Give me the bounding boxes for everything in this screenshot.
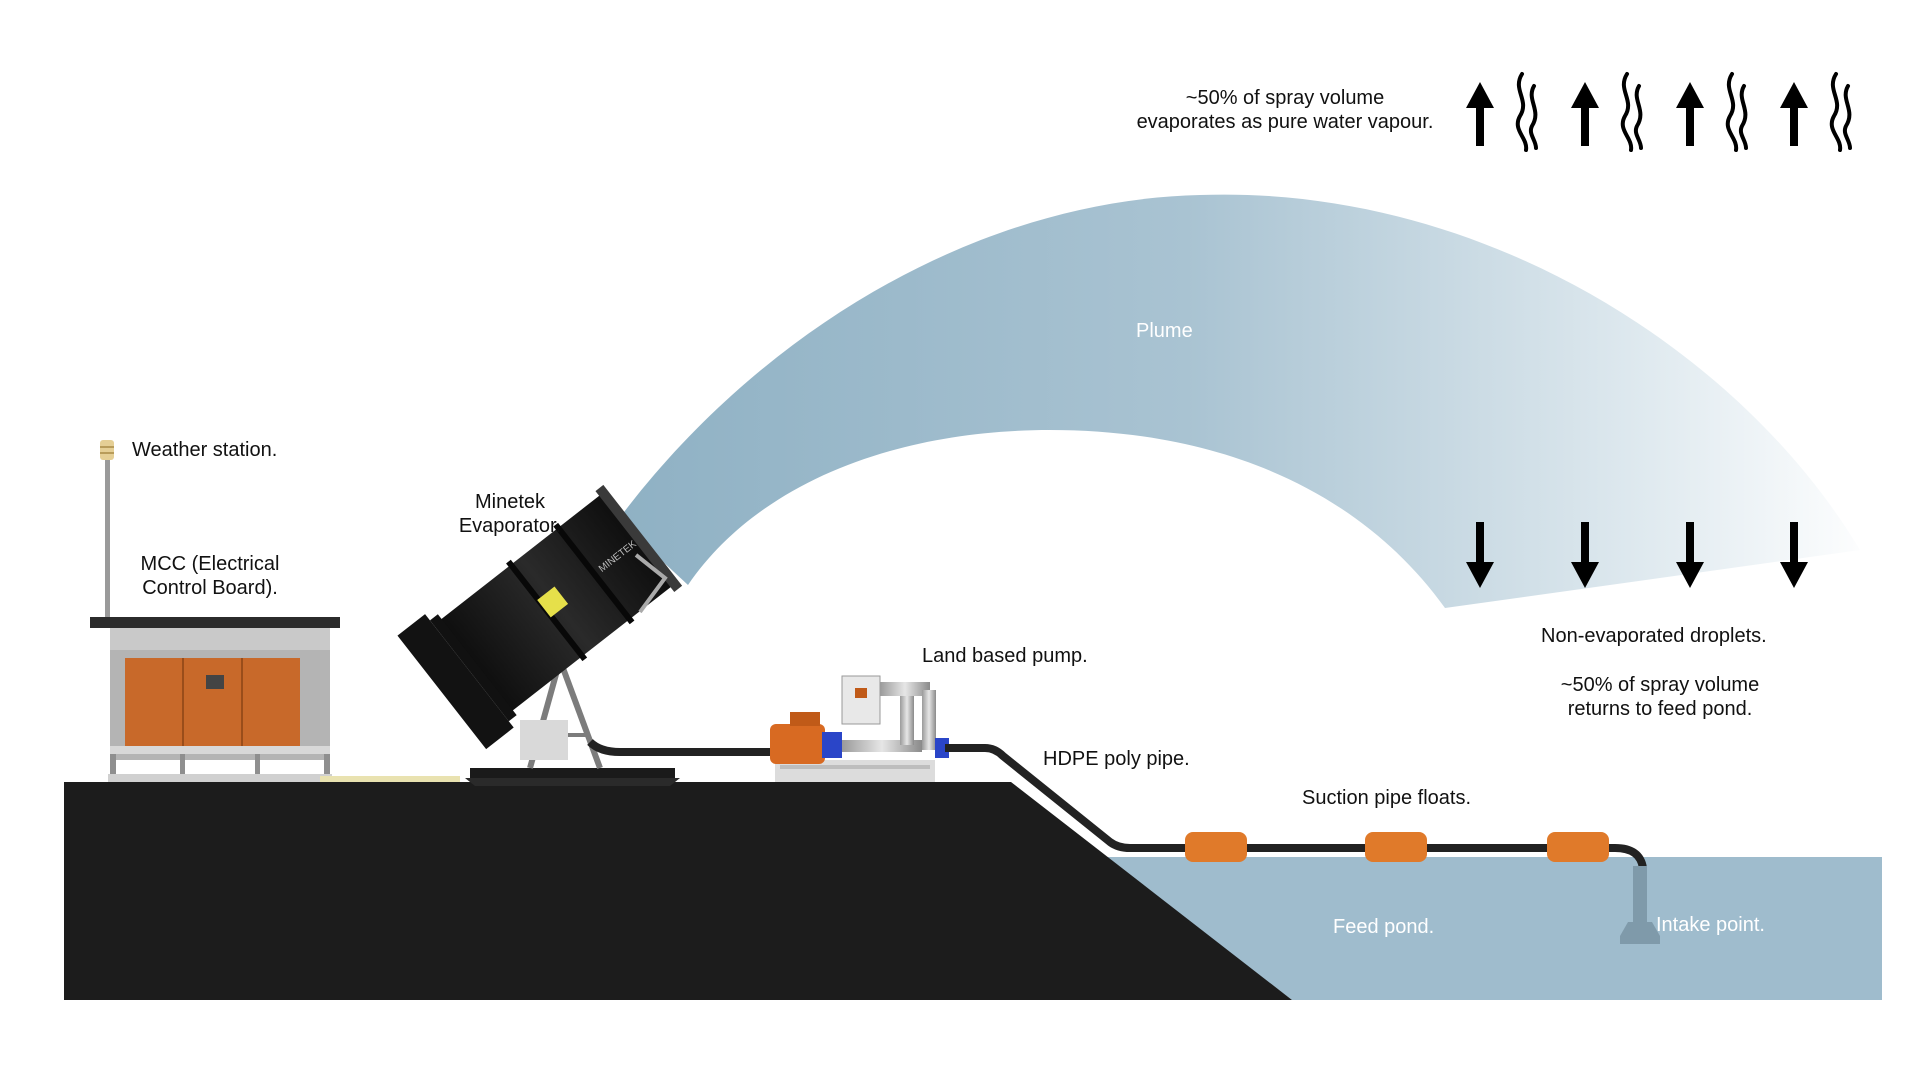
plume-label: Plume (1136, 320, 1193, 342)
feed-pond-water (1105, 857, 1882, 1000)
mcc-label: MCC (Electrical Control Board). (110, 552, 310, 600)
evaporates-label: ~50% of spray volume evaporates as pure … (1120, 86, 1450, 134)
vapour-wave-icon (1725, 72, 1748, 152)
intake-point-label: Intake point. (1656, 914, 1765, 936)
suction-pipe-float (1365, 832, 1427, 862)
weather-station (100, 440, 114, 622)
vapour-wave-icon (1515, 72, 1538, 152)
hdpe-pipe-label: HDPE poly pipe. (1043, 748, 1190, 770)
up-arrows (1466, 82, 1808, 146)
arrow-down-icon (1466, 522, 1494, 588)
returns-label-line2: returns to feed pond. (1567, 698, 1753, 720)
evaporator-label-line1: Minetek (474, 491, 546, 513)
mcc-label-line1: MCC (Electrical (140, 553, 280, 575)
droplets-label: Non-evaporated droplets. (1541, 625, 1767, 647)
vapour-wave-icon (1829, 72, 1852, 152)
vapour-wave-icon (1620, 72, 1643, 152)
arrow-down-icon (1780, 522, 1808, 588)
suction-pipe-float (1185, 832, 1247, 862)
minetek-evaporator: MINETEK (397, 484, 683, 786)
mcc-cabinet (90, 617, 460, 782)
evaporator-label-line2: Evaporator. (458, 515, 562, 537)
land-pump-label: Land based pump. (922, 645, 1088, 667)
arrow-up-icon (1780, 82, 1808, 146)
arrow-up-icon (1676, 82, 1704, 146)
weather-station-label: Weather station. (132, 439, 278, 461)
land-based-pump (770, 675, 949, 782)
mcc-label-line2: Control Board). (142, 577, 278, 599)
down-arrows (1466, 522, 1808, 588)
arrow-up-icon (1571, 82, 1599, 146)
vapour-waves (1515, 72, 1852, 152)
plume-spray (618, 194, 1860, 608)
evaporates-label-line2: evaporates as pure water vapour. (1136, 111, 1434, 133)
hdpe-pipe-evaporator-feed (587, 739, 780, 756)
suction-pipe-float (1547, 832, 1609, 862)
suction-floats-label: Suction pipe floats. (1302, 787, 1471, 809)
arrow-down-icon (1571, 522, 1599, 588)
evaporates-label-line1: ~50% of spray volume (1185, 87, 1385, 109)
returns-label-line1: ~50% of spray volume (1560, 674, 1760, 696)
evaporator-label: Minetek Evaporator. (440, 490, 580, 538)
arrow-up-icon (1466, 82, 1494, 146)
returns-label: ~50% of spray volume returns to feed pon… (1520, 673, 1800, 721)
arrow-down-icon (1676, 522, 1704, 588)
hdpe-pipe-discharge (945, 744, 1647, 920)
ground-embankment (64, 782, 1292, 1000)
intake-point (1620, 866, 1660, 944)
feed-pond-label: Feed pond. (1333, 916, 1435, 938)
